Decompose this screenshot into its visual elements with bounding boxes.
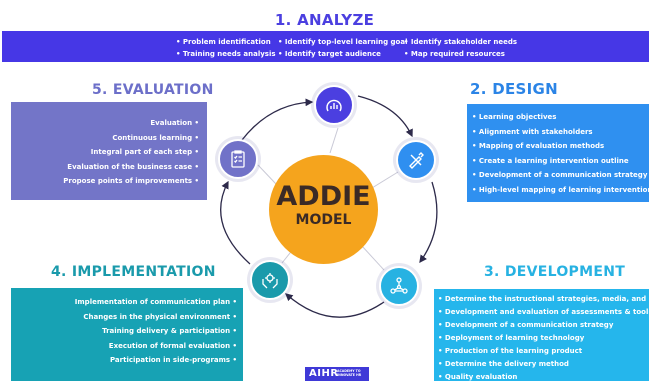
evaluation-panel: Evaluation • Continuous learning • Integ… — [11, 102, 207, 200]
evaluation-title: 5. EVALUATION — [92, 82, 214, 98]
design-node — [396, 140, 436, 180]
development-item: • Development and evaluation of assessme… — [438, 308, 649, 316]
design-item: • Alignment with stakeholders — [472, 127, 593, 136]
implementation-item: Participation in side-programs • — [109, 356, 237, 365]
analyze-node — [314, 85, 354, 125]
implementation-item: Training delivery & participation • — [102, 327, 237, 336]
design-title: 2. DESIGN — [470, 80, 559, 98]
arrow-implementation-to-evaluation — [220, 180, 251, 265]
evaluation-node — [218, 139, 258, 179]
development-item: • Quality evaluation — [438, 373, 518, 381]
analyze-col-1: • Problem identification • Training need… — [176, 37, 276, 60]
design-item: • Development of a communication strateg… — [472, 171, 648, 180]
network-icon — [390, 277, 408, 294]
arrow-analyze-to-design — [357, 95, 413, 138]
analyze-item: • Identify target audience — [278, 49, 381, 58]
analyze-panel: • Problem identification • Training need… — [2, 31, 649, 62]
implementation-panel: Implementation of communication plan • C… — [11, 288, 243, 381]
logo-mark: AIHR — [309, 368, 339, 379]
analyze-item: • Identify stakeholder needs — [404, 38, 517, 46]
arrow-evaluation-to-analyze — [241, 98, 314, 141]
development-panel: • Determine the instructional strategies… — [434, 289, 649, 381]
development-node — [379, 266, 419, 306]
design-item: • Mapping of evaluation methods — [472, 142, 605, 151]
implementation-node — [250, 260, 290, 300]
analyze-col-2: • Identify top-level learning goal • Ide… — [278, 37, 408, 60]
development-item: • Deployment of learning technology — [438, 334, 585, 342]
development-item: • Determine the instructional strategies… — [438, 295, 649, 303]
evaluation-item: Integral part of each step • — [90, 148, 199, 157]
design-item: • Create a learning intervention outline — [472, 156, 629, 165]
design-panel: • Learning objectives • Alignment with s… — [467, 104, 649, 202]
development-item: • Production of the learning product — [438, 347, 583, 355]
implementation-item: Changes in the physical environment • — [83, 312, 237, 321]
evaluation-item: Evaluation • — [150, 119, 199, 127]
analyze-title: 1. ANALYZE — [274, 11, 375, 29]
development-title: 3. DEVELOPMENT — [484, 264, 626, 280]
logo-subtitle: ACADEMY TO INNOVATE HR — [337, 369, 362, 377]
hub-line-1: ADDIE — [276, 181, 371, 212]
evaluation-item: Propose points of improvements • — [63, 177, 199, 186]
hands-gear-icon — [262, 273, 278, 289]
implementation-item: Implementation of communication plan • — [74, 298, 237, 306]
implementation-title: 4. IMPLEMENTATION — [51, 264, 216, 280]
arrow-design-to-development — [419, 181, 438, 264]
evaluation-item: Evaluation of the business case • — [67, 162, 199, 171]
design-item: • High-level mapping of learning interve… — [472, 185, 649, 194]
design-item: • Learning objectives — [472, 113, 557, 121]
analyze-item: • Map required resources — [404, 49, 505, 58]
evaluation-item: Continuous learning • — [112, 133, 199, 142]
arrow-development-to-implementation — [285, 293, 385, 318]
checklist-icon — [231, 150, 245, 168]
chart-icon — [326, 99, 342, 112]
development-item: • Development of a communication strateg… — [438, 321, 614, 329]
analyze-col-3: • Identify stakeholder needs • Map requi… — [404, 37, 517, 60]
pencil-ruler-icon — [409, 152, 424, 169]
hub-line-2: MODEL — [295, 212, 352, 228]
development-item: • Determine the delivery method — [438, 360, 569, 368]
analyze-item: • Problem identification — [176, 38, 271, 46]
aihr-logo: AIHR ACADEMY TO INNOVATE HR — [305, 367, 369, 381]
implementation-item: Execution of formal evaluation • — [108, 341, 237, 350]
analyze-item: • Training needs analysis — [176, 49, 276, 58]
addie-model-hub: ADDIE MODEL — [269, 155, 378, 264]
analyze-item: • Identify top-level learning goal — [278, 38, 408, 46]
